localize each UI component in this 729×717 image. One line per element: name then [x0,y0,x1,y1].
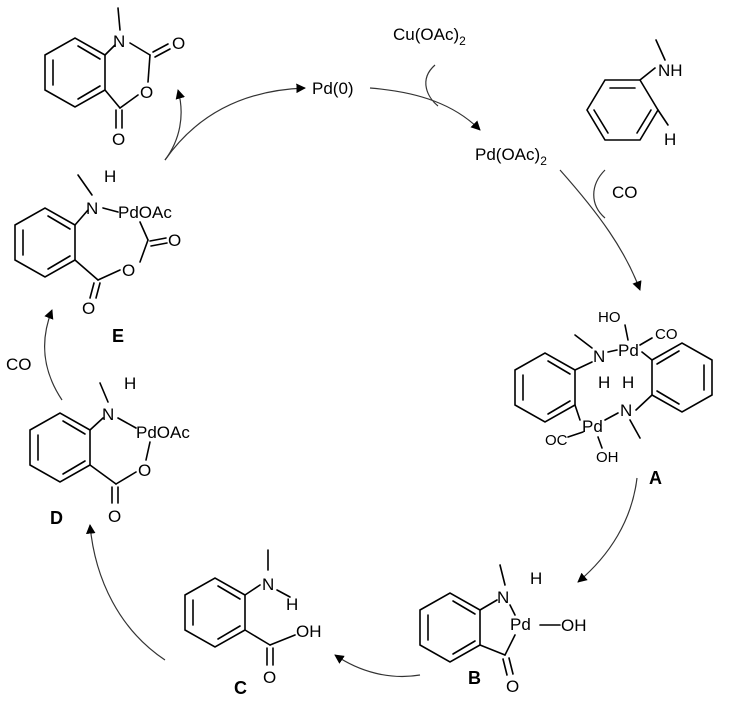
arrow-d-to-e [43,309,63,401]
a-ho-top: HO [598,309,621,326]
cuoac2-label: Cu(OAc)2 [393,25,466,48]
product-n: N [113,32,125,51]
arrow-pd0-to-pdoac2 [369,87,481,131]
b-o: O [506,677,519,696]
arrow-c-to-d [86,524,166,661]
pd0-label: Pd(0) [312,79,354,98]
arrow-e-to-pd0 [164,83,306,161]
a-pd-bot: Pd [582,417,603,436]
arrow-pdoac2-to-a [559,169,642,291]
complex-b: N H Pd OH O B [419,564,587,696]
arrow-a-to-b [577,477,638,583]
d-tag: D [50,508,63,528]
complex-d: N H PdOAc O O D [29,374,190,528]
cycle-arrows [43,64,642,678]
a-n-mid: N [620,401,632,420]
pdoac2-label: Pd(OAc)2 [475,145,547,168]
a-tag: A [649,468,662,488]
d-n: N [102,405,114,424]
e-h: H [104,167,116,186]
co-label-right: CO [612,183,638,202]
substrate-n-methylaniline: NH H [586,39,683,149]
b-h: H [530,569,542,588]
arrow-b-to-c [334,654,421,678]
d-pdoac: PdOAc [136,423,190,442]
product-isatoic-anhydride: N O O O [44,7,185,149]
e-o-ring: O [122,261,135,280]
product-o-bottom: O [112,130,125,149]
compound-c: N H OH O C [184,549,322,698]
a-h-top: H [598,373,610,392]
c-tag: C [234,678,247,698]
a-pd-top: Pd [618,341,639,360]
complex-a: HO CO Pd N H H N Pd OC OH A [514,309,713,488]
b-tag: B [468,668,481,688]
e-tag: E [112,326,124,346]
substrate-nh: NH [658,61,683,80]
e-pdoac: PdOAc [118,203,172,222]
d-o-carbonyl: O [108,507,121,526]
substrate-h: H [664,130,676,149]
b-oh: OH [561,616,587,635]
a-oc-bot: OC [545,432,568,449]
e-n: N [86,199,98,218]
complex-e: N H PdOAc O O O E [14,167,181,346]
c-n: N [262,575,274,594]
product-o-ring: O [140,83,153,102]
c-h: H [286,595,298,614]
e-o-top: O [168,231,181,250]
c-oh: OH [296,622,322,641]
arrow-cu-curl [425,64,439,107]
e-o-carbonyl: O [82,299,95,318]
d-o-ring: O [138,461,151,480]
b-n: N [497,588,509,607]
a-co-top: CO [655,326,678,343]
b-pd: Pd [510,615,531,634]
arrow-co-curl-right [593,169,606,219]
a-h-mid: H [622,373,634,392]
arrow-e-to-product [164,89,185,161]
d-h: H [124,374,136,393]
a-oh-bot: OH [596,449,619,466]
co-label-left: CO [6,355,32,374]
c-o: O [263,668,276,687]
product-o-top: O [172,34,185,53]
a-n-top: N [593,347,605,366]
